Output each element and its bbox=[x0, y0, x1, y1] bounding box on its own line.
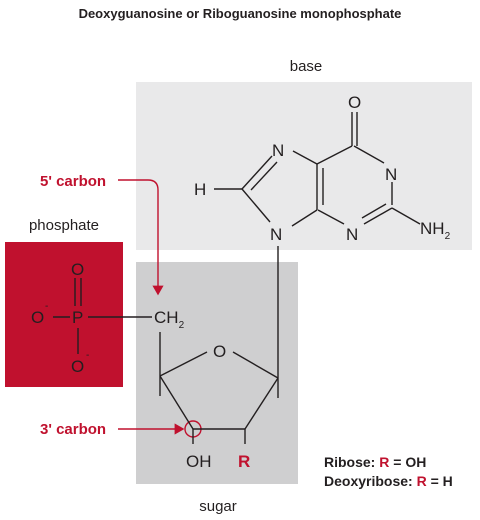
atom-r: R bbox=[238, 452, 250, 471]
atom-n7: N bbox=[272, 141, 284, 160]
atom-phosphate-o-top: O bbox=[71, 260, 84, 279]
phosphate-label: phosphate bbox=[29, 217, 99, 234]
guanine-bonds bbox=[214, 112, 421, 378]
legend-ribose: Ribose: R = OH bbox=[324, 454, 426, 470]
phosphate-region bbox=[5, 242, 123, 387]
atom-phosphate-p: P bbox=[72, 308, 83, 327]
charge-left: - bbox=[45, 301, 48, 312]
atom-n3: N bbox=[346, 225, 358, 244]
atom-n1: N bbox=[385, 165, 397, 184]
charge-bottom: - bbox=[86, 350, 89, 361]
legend-deoxyribose: Deoxyribose: R = H bbox=[324, 473, 453, 489]
sugar-label: sugar bbox=[199, 498, 237, 515]
phosphate-bonds bbox=[53, 278, 152, 354]
atom-nh2: NH2 bbox=[420, 219, 451, 242]
atom-carbonyl-o: O bbox=[348, 93, 361, 112]
atom-n9: N bbox=[270, 225, 282, 244]
atom-oh: OH bbox=[186, 452, 212, 471]
atom-ch2: CH2 bbox=[154, 308, 185, 331]
base-label: base bbox=[290, 58, 323, 75]
atom-ring-o: O bbox=[213, 342, 226, 361]
three-prime-carbon-label: 3' carbon bbox=[40, 421, 106, 438]
five-prime-carbon-label: 5' carbon bbox=[40, 173, 106, 190]
sugar-bonds bbox=[159, 332, 279, 444]
atom-h: H bbox=[194, 180, 206, 199]
atom-phosphate-o-left: O bbox=[31, 308, 44, 327]
diagram-title: Deoxyguanosine or Riboguanosine monophos… bbox=[78, 6, 402, 21]
atom-phosphate-o-bottom: O bbox=[71, 357, 84, 376]
sugar-region bbox=[136, 262, 298, 484]
five-prime-arrow bbox=[118, 179, 164, 296]
